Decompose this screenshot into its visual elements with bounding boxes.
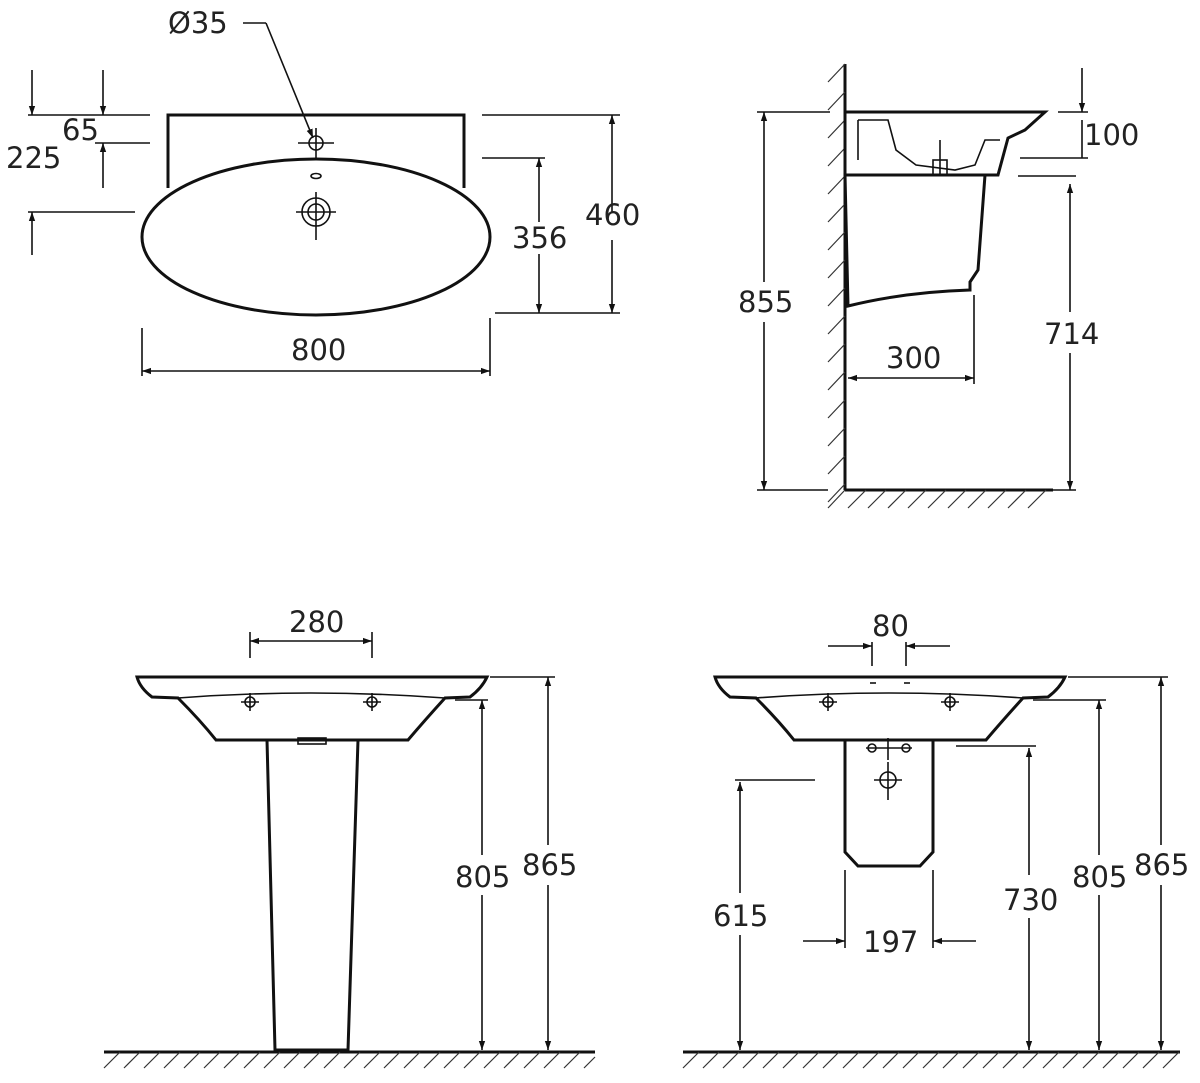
dim-805-label: 805 xyxy=(1072,860,1127,894)
dim-615-label: 615 xyxy=(713,899,768,933)
pedestal-column xyxy=(265,738,360,1052)
dim-805-label: 805 xyxy=(455,860,510,894)
hole-diameter-label: Ø35 xyxy=(168,6,228,40)
semi-pedestal-shroud xyxy=(843,738,935,868)
dim-714-label: 714 xyxy=(1044,317,1099,351)
dim-300-label: 300 xyxy=(886,341,941,375)
dim-197-label: 197 xyxy=(863,925,918,959)
wall-hatching xyxy=(827,63,846,503)
dim-80-label: 80 xyxy=(872,609,909,643)
dim-356-label: 356 xyxy=(512,221,567,255)
dim-800-label: 800 xyxy=(291,333,346,367)
dim-865-label: 865 xyxy=(522,848,577,882)
waste-outlet-icon xyxy=(874,762,902,800)
dim-225-label: 225 xyxy=(6,141,61,175)
dim-855-label: 855 xyxy=(738,285,793,319)
floor-hatching xyxy=(103,1051,596,1069)
tap-hole-right-icon xyxy=(941,693,959,711)
overflow-slot xyxy=(310,172,322,180)
basin-inner-profile xyxy=(858,119,1000,171)
basin-front-profile xyxy=(135,675,490,742)
dim-280-label: 280 xyxy=(289,605,344,639)
tap-hole-right-icon xyxy=(363,693,381,711)
top-view: Ø35 65 225 460 356 800 xyxy=(6,6,640,376)
fixing-bolts-icon xyxy=(866,738,912,760)
tap-hole-left-icon xyxy=(819,693,837,711)
dim-865-label: 865 xyxy=(1134,848,1189,882)
floor-hatching xyxy=(827,489,1047,509)
semi-pedestal-side-profile xyxy=(843,173,987,308)
basin-front-profile xyxy=(713,675,1068,742)
pedestal-front-view: 280 805 865 xyxy=(103,605,596,1069)
dim-65-label: 65 xyxy=(62,113,99,147)
dim-460-label: 460 xyxy=(585,198,640,232)
basin-side-profile xyxy=(843,110,1049,177)
dim-730-label: 730 xyxy=(1003,883,1058,917)
semi-pedestal-front-view: 80 615 197 730 805 865 xyxy=(682,609,1189,1069)
basin-back-deck xyxy=(166,113,466,188)
drain-icon xyxy=(296,192,336,240)
tap-hole-left-icon xyxy=(241,693,259,711)
tap-hole-icon xyxy=(298,128,334,158)
floor-hatching xyxy=(682,1051,1180,1069)
dim-100-label: 100 xyxy=(1084,118,1139,152)
side-view: 100 714 855 300 xyxy=(738,63,1139,509)
